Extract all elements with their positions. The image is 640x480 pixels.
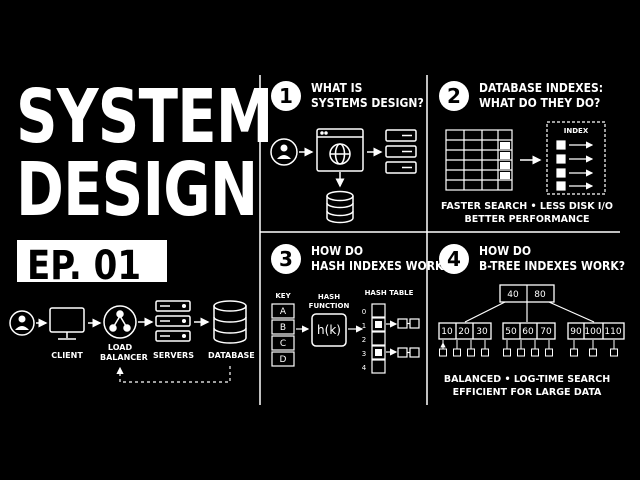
btree-leaf1-key2: 20	[458, 327, 470, 337]
hash-header-line2: FUNCTION	[309, 302, 350, 310]
data-table-icon	[445, 129, 513, 191]
btree-edges	[464, 301, 595, 323]
database-icon	[213, 300, 247, 344]
panel1-user-icon	[270, 138, 298, 166]
btree-leaf2-key2: 60	[522, 327, 534, 337]
key-header: KEY	[275, 292, 291, 300]
browser-globe-icon	[316, 128, 364, 172]
btree-leaf2-key1: 50	[505, 327, 517, 337]
hash-chains	[386, 318, 420, 358]
btree-leaf3-key1: 90	[570, 327, 582, 337]
panel2-number: 2	[439, 81, 469, 111]
load-balancer-icon	[103, 305, 137, 339]
btree-root-key-1: 40	[507, 290, 519, 300]
panel4-caption-line2: EFFICIENT FOR LARGE DATA	[452, 387, 602, 398]
slot-0: 0	[362, 308, 366, 316]
load-balancer-label-1: LOAD	[107, 343, 133, 352]
table-highlight-markers	[500, 142, 510, 179]
panel2-caption-line1: FASTER SEARCH • LESS DISK I/O	[441, 201, 613, 212]
panel1-heading-line1: WHAT IS	[311, 81, 363, 95]
panel1-heading-line2: SYSTEMS DESIGN?	[311, 96, 424, 110]
btree-leaf1-key3: 30	[476, 327, 488, 337]
key-column	[271, 303, 295, 367]
slot-4: 4	[362, 364, 367, 372]
panel4-heading-line2: B-TREE INDEXES WORK?	[479, 259, 626, 273]
panel2-caption-line2: BETTER PERFORMANCE	[464, 214, 590, 225]
title-line-design: DESIGN	[16, 147, 258, 233]
return-path-dashed	[116, 366, 231, 383]
client-icon	[9, 310, 35, 336]
panel3-number: 3	[271, 244, 301, 274]
client-label: CLIENT	[51, 351, 83, 360]
hash-function-text: h(k)	[317, 323, 341, 337]
btree-leaf3-key2: 100	[584, 327, 601, 337]
index-label: INDEX	[564, 127, 589, 135]
slot-3: 3	[362, 350, 366, 358]
panel3-heading-line1: HOW DO	[311, 244, 364, 258]
title-line-system: SYSTEM	[16, 74, 273, 160]
database-label: DATABASE	[208, 351, 255, 360]
episode-badge: EP. 01	[17, 240, 167, 289]
panel4-number: 4	[439, 244, 469, 274]
key-a: A	[280, 307, 287, 317]
load-balancer-label-2: BALANCER	[100, 353, 148, 362]
btree-leaf-nodes	[438, 322, 625, 340]
monitor-icon	[49, 307, 85, 340]
panel1-servers-icon	[385, 129, 417, 174]
servers-label: SERVERS	[153, 351, 194, 360]
episode-label: EP. 01	[27, 243, 141, 289]
btree-record-pointers	[439, 340, 618, 357]
hash-table-filled	[375, 321, 382, 356]
slot-2: 2	[362, 336, 366, 344]
panel2-heading-line1: DATABASE INDEXES:	[479, 81, 604, 95]
servers-icon	[155, 300, 191, 342]
panel1-database-icon	[326, 190, 354, 224]
hash-table-slots	[371, 303, 386, 374]
key-b: B	[280, 323, 286, 333]
index-entries	[556, 140, 594, 191]
btree-leaf3-key3: 110	[604, 327, 621, 337]
key-c: C	[280, 339, 286, 349]
btree-root-key-2: 80	[534, 290, 546, 300]
hash-header-line1: HASH	[318, 293, 340, 301]
panel-dividers	[259, 75, 620, 405]
slot-1: 1	[362, 322, 366, 330]
panel2-heading-line2: WHAT DO THEY DO?	[479, 96, 601, 110]
btree-leaf1-key1: 10	[441, 327, 453, 337]
panel4-heading-line1: HOW DO	[479, 244, 532, 258]
key-d: D	[280, 355, 287, 365]
panel4-caption-line1: BALANCED • LOG-TIME SEARCH	[443, 374, 611, 385]
hash-function-box	[311, 313, 347, 347]
panel3-heading-line2: HASH INDEXES WORK?	[311, 259, 450, 273]
panel1-number: 1	[271, 81, 301, 111]
btree-leaf2-key3: 70	[540, 327, 552, 337]
hash-table-header: HASH TABLE	[365, 289, 414, 297]
